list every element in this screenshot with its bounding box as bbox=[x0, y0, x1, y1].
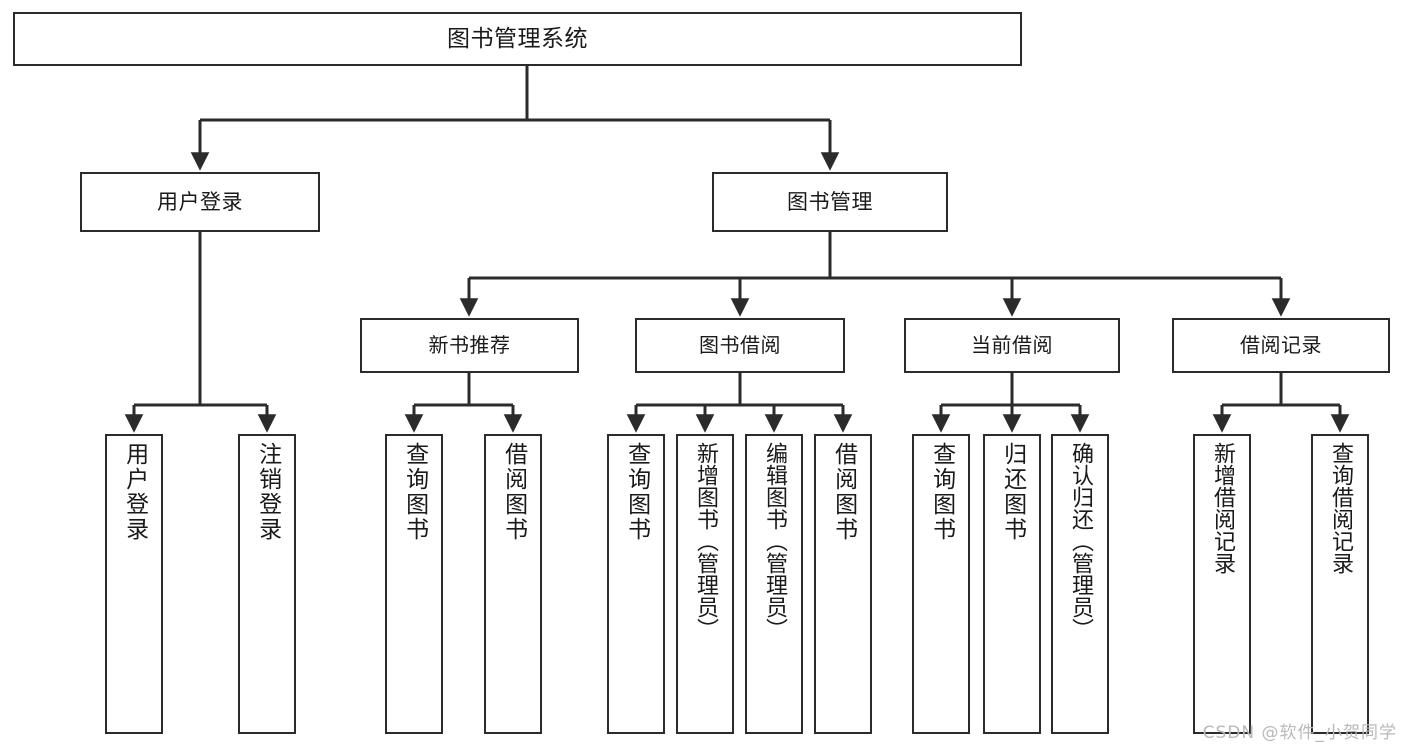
node-label: 用户登录 bbox=[121, 442, 148, 542]
node-label: 借阅记录 bbox=[1240, 333, 1322, 357]
leaf-borrow-borrow-book[interactable]: 借阅图书 bbox=[814, 434, 872, 734]
node-label: 借阅图书 bbox=[500, 442, 527, 542]
node-label: 确认归还（管理员） bbox=[1067, 442, 1093, 640]
node-label: 查询图书 bbox=[623, 442, 650, 542]
leaf-borrow-edit-book-admin[interactable]: 编辑图书（管理员） bbox=[745, 434, 803, 734]
leaf-current-query-book[interactable]: 查询图书 bbox=[912, 434, 970, 734]
node-borrow-record[interactable]: 借阅记录 bbox=[1172, 318, 1390, 373]
node-root-system[interactable]: 图书管理系统 bbox=[13, 12, 1022, 66]
leaf-record-query-borrow-record[interactable]: 查询借阅记录 bbox=[1311, 434, 1369, 734]
node-label: 当前借阅 bbox=[971, 333, 1053, 357]
node-label: 查询图书 bbox=[401, 442, 428, 542]
node-label: 借阅图书 bbox=[830, 442, 857, 542]
node-label: 归还图书 bbox=[999, 442, 1026, 542]
leaf-borrow-query-book[interactable]: 查询图书 bbox=[607, 434, 665, 734]
leaf-user-login[interactable]: 用户登录 bbox=[105, 434, 163, 734]
node-label: 编辑图书（管理员） bbox=[761, 442, 787, 640]
node-label: 查询借阅记录 bbox=[1327, 442, 1353, 574]
node-current-borrow[interactable]: 当前借阅 bbox=[904, 318, 1120, 373]
node-label: 新书推荐 bbox=[428, 333, 511, 357]
leaf-borrow-add-book-admin[interactable]: 新增图书（管理员） bbox=[676, 434, 734, 734]
node-label: 用户登录 bbox=[157, 189, 243, 214]
leaf-record-add-borrow-record[interactable]: 新增借阅记录 bbox=[1193, 434, 1251, 734]
node-label: 新增图书（管理员） bbox=[692, 442, 718, 640]
leaf-user-logout[interactable]: 注销登录 bbox=[238, 434, 296, 734]
node-new-book-recommend[interactable]: 新书推荐 bbox=[360, 318, 579, 373]
node-book-management[interactable]: 图书管理 bbox=[712, 172, 948, 232]
node-label: 注销登录 bbox=[254, 442, 281, 542]
node-label: 图书管理系统 bbox=[447, 25, 588, 52]
leaf-current-return-book[interactable]: 归还图书 bbox=[983, 434, 1041, 734]
node-label: 新增借阅记录 bbox=[1209, 442, 1235, 574]
node-user-login[interactable]: 用户登录 bbox=[80, 172, 320, 232]
node-label: 图书管理 bbox=[787, 189, 873, 214]
leaf-recommend-query-book[interactable]: 查询图书 bbox=[385, 434, 443, 734]
node-label: 查询图书 bbox=[928, 442, 955, 542]
node-book-borrow[interactable]: 图书借阅 bbox=[635, 318, 845, 373]
leaf-recommend-borrow-book[interactable]: 借阅图书 bbox=[484, 434, 542, 734]
node-label: 图书借阅 bbox=[699, 333, 781, 357]
leaf-current-confirm-return-admin[interactable]: 确认归还（管理员） bbox=[1051, 434, 1109, 734]
